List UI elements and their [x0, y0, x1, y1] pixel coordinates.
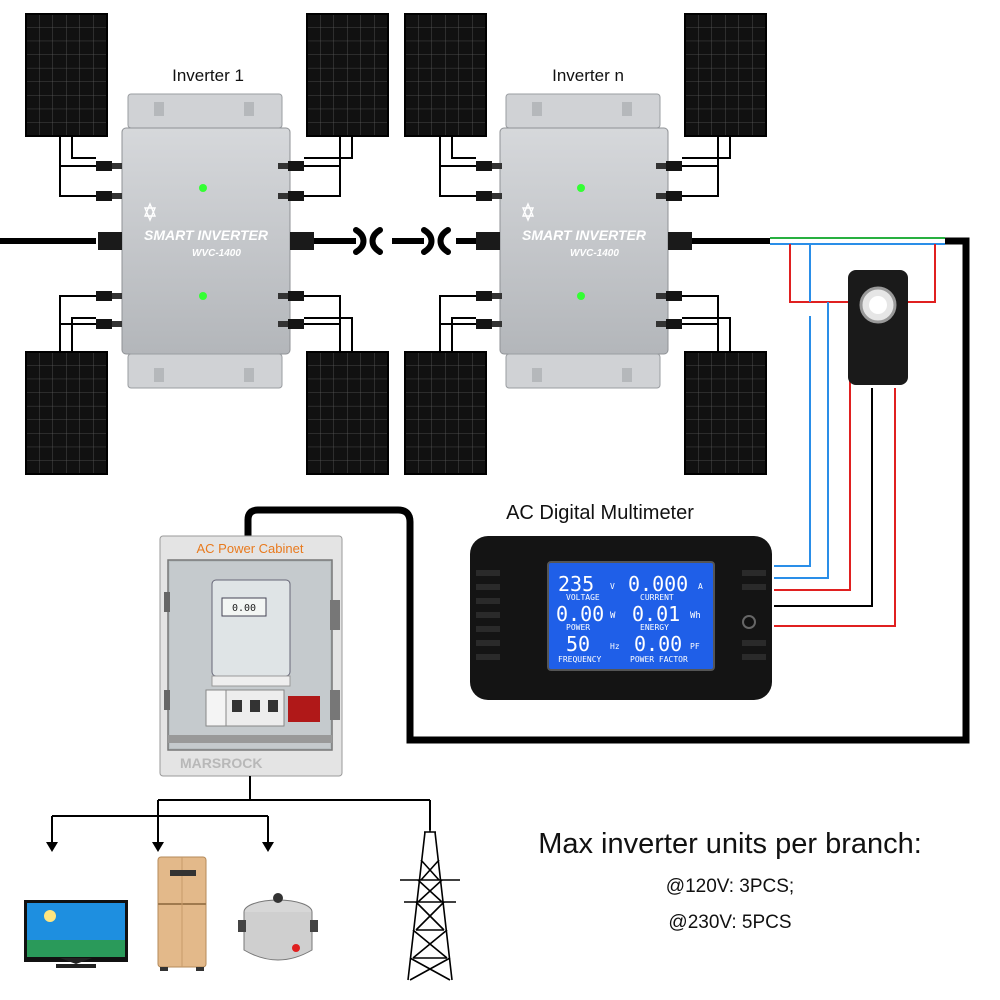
inverter-1: Inverter 1 SMART INVERTER WVC-1400	[96, 66, 314, 389]
current-transformer-icon	[848, 270, 908, 385]
frequency-unit: Hz	[610, 642, 620, 651]
transmission-tower-icon	[400, 820, 460, 981]
max-units-120v: @120V: 3PCS;	[665, 876, 795, 897]
status-led	[577, 292, 585, 300]
inverter-icon: SMART INVERTER WVC-1400	[96, 93, 314, 389]
brand-logo-icon	[143, 202, 157, 222]
brand-logo-icon	[521, 202, 535, 222]
rice-cooker-icon	[238, 893, 318, 961]
current-unit: A	[698, 582, 703, 591]
watermark-text: MARSROCK	[180, 755, 262, 771]
arrow-heads	[46, 842, 274, 852]
solar-panel-icon	[306, 13, 389, 137]
max-units-230v: @230V: 5PCS	[668, 912, 792, 933]
lcd-screen	[547, 561, 715, 671]
refrigerator-icon	[157, 856, 207, 971]
power-cabinet-icon: AC Power Cabinet 0.00	[159, 535, 343, 777]
inverter-model: WVC-1400	[192, 248, 241, 259]
inverter-label: Inverter n	[552, 66, 624, 85]
solar-panel-icon	[25, 13, 108, 137]
inverter-brand: SMART INVERTER	[522, 227, 647, 243]
max-units-title: Max inverter units per branch:	[538, 828, 922, 860]
inverter-brand: SMART INVERTER	[144, 227, 269, 243]
power-factor-label: POWER FACTOR	[630, 655, 688, 664]
solar-panel-icon	[25, 351, 108, 475]
status-led	[577, 184, 585, 192]
solar-panel-icon	[684, 351, 767, 475]
frequency-label: FREQUENCY	[558, 655, 602, 664]
status-led	[199, 292, 207, 300]
power-factor-unit: PF	[690, 642, 700, 651]
power-label: POWER	[566, 623, 590, 632]
meter-reading: 0.00	[232, 603, 256, 614]
multimeter-title: AC Digital Multimeter	[506, 502, 694, 524]
dc-wiring-inverter-n	[439, 136, 731, 352]
solar-panel-icon	[306, 351, 389, 475]
distribution-wiring	[51, 776, 431, 844]
inverter-label: Inverter 1	[172, 66, 244, 85]
energy-label: ENERGY	[640, 623, 669, 632]
cabinet-title: AC Power Cabinet	[197, 541, 304, 556]
energy-unit: Wh	[690, 611, 701, 621]
dc-wiring-inverter-1	[59, 136, 353, 352]
status-led	[199, 184, 207, 192]
current-value: 0.000	[628, 572, 688, 596]
voltage-label: VOLTAGE	[566, 593, 600, 602]
voltage-unit: V	[610, 582, 615, 591]
multimeter-icon: AC Digital Multimeter 235 V VOLTAGE 0.00…	[470, 502, 772, 700]
inverter-n: Inverter n SMART INVERTER WVC-1400	[476, 66, 692, 389]
frequency-value: 50	[566, 632, 590, 656]
inverter-icon: SMART INVERTER WVC-1400	[476, 93, 692, 389]
voltage-value: 235	[558, 572, 594, 596]
power-factor-value: 0.00	[634, 632, 682, 656]
solar-panel-icon	[404, 13, 487, 137]
solar-panel-icon	[404, 351, 487, 475]
power-unit: W	[610, 611, 616, 621]
inverter-model: WVC-1400	[570, 248, 619, 259]
cable-break-icon	[353, 227, 451, 255]
ac-main-cable	[244, 237, 970, 744]
energy-value: 0.01	[632, 602, 680, 626]
current-label: CURRENT	[640, 593, 674, 602]
ac-phase-wiring	[770, 237, 945, 627]
tv-icon	[24, 900, 128, 968]
power-value: 0.00	[556, 602, 604, 626]
solar-panel-icon	[684, 13, 767, 137]
multimeter-button[interactable]	[742, 615, 756, 629]
